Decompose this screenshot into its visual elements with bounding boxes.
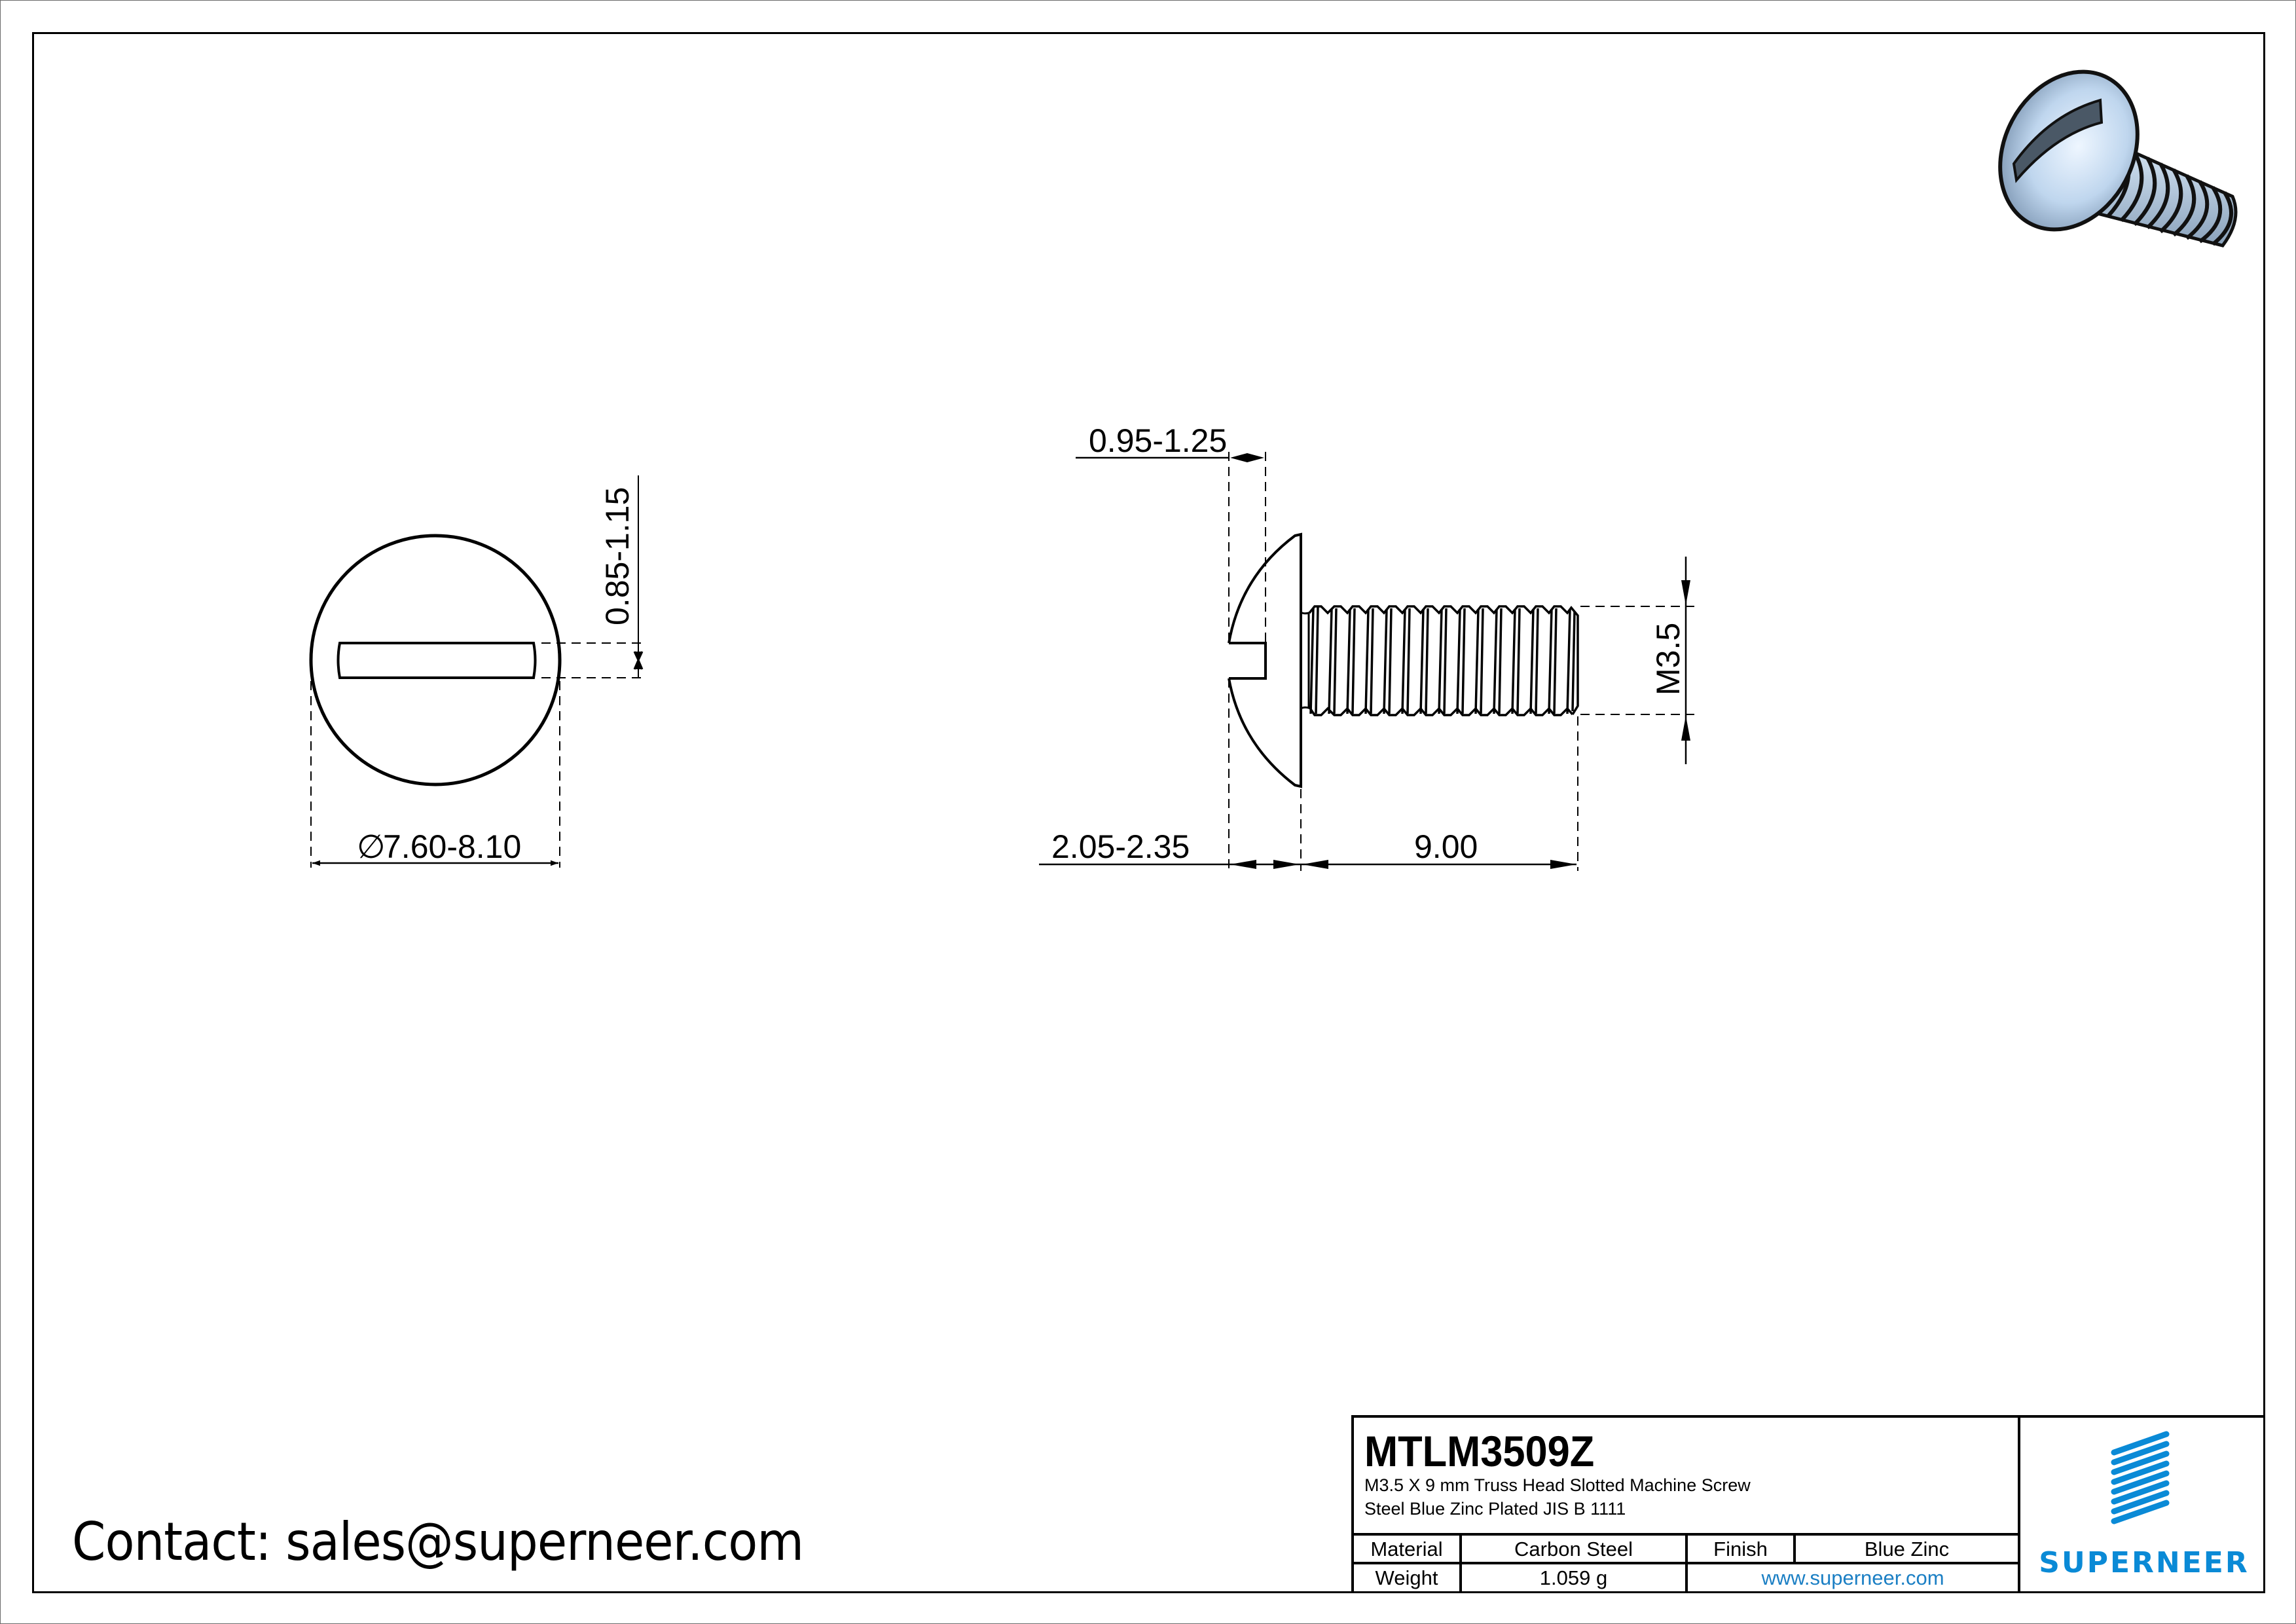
website-link[interactable]: www.superneer.com — [1761, 1566, 1944, 1589]
finish-label: Finish — [1713, 1538, 1768, 1560]
3d-screw-render — [1998, 69, 2238, 248]
head-outline — [309, 534, 562, 786]
head-view — [309, 475, 645, 868]
length-dimension: 9.00 — [1414, 828, 1478, 865]
title-block — [1351, 1415, 2264, 1592]
col-divider-2 — [1685, 1533, 1688, 1592]
head-profile — [1228, 532, 1302, 788]
side-view — [1039, 452, 1694, 871]
head-icon — [1998, 69, 2140, 232]
diameter-symbol: ∅ — [357, 828, 386, 865]
finish-value: Blue Zinc — [1864, 1538, 1950, 1560]
col-divider-3 — [1793, 1533, 1796, 1563]
col-divider-1 — [1459, 1533, 1462, 1592]
company-logo-text: SUPERNEER — [2039, 1546, 2250, 1579]
head-height-dimension: 2.05-2.35 — [1051, 828, 1190, 865]
thread — [1300, 605, 1579, 716]
slot-depth-dimension: 0.95-1.25 — [1089, 422, 1227, 459]
slot-outline — [337, 642, 537, 679]
contact-email: Contact: sales@superneer.com — [72, 1511, 804, 1572]
drawing-frame — [32, 32, 2265, 1593]
description-line-2: Steel Blue Zinc Plated JIS B 1111 — [1364, 1499, 1626, 1519]
diagonal-stripes-logo-icon — [2111, 1431, 2170, 1524]
diameter-dimension: 7.60-8.10 — [383, 828, 521, 865]
material-label: Material — [1370, 1538, 1443, 1560]
thread-size-dimension: M3.5 — [1650, 623, 1686, 695]
weight-label: Weight — [1375, 1566, 1438, 1589]
part-number: MTLM3509Z — [1364, 1427, 1595, 1475]
weight-value: 1.059 g — [1539, 1566, 1608, 1589]
slot-width-dimension: 0.85-1.15 — [599, 487, 636, 625]
description-line-1: M3.5 X 9 mm Truss Head Slotted Machine S… — [1364, 1475, 1751, 1495]
slot-profile — [1229, 642, 1267, 680]
logo-divider — [2018, 1415, 2020, 1592]
material-value: Carbon Steel — [1514, 1538, 1633, 1560]
